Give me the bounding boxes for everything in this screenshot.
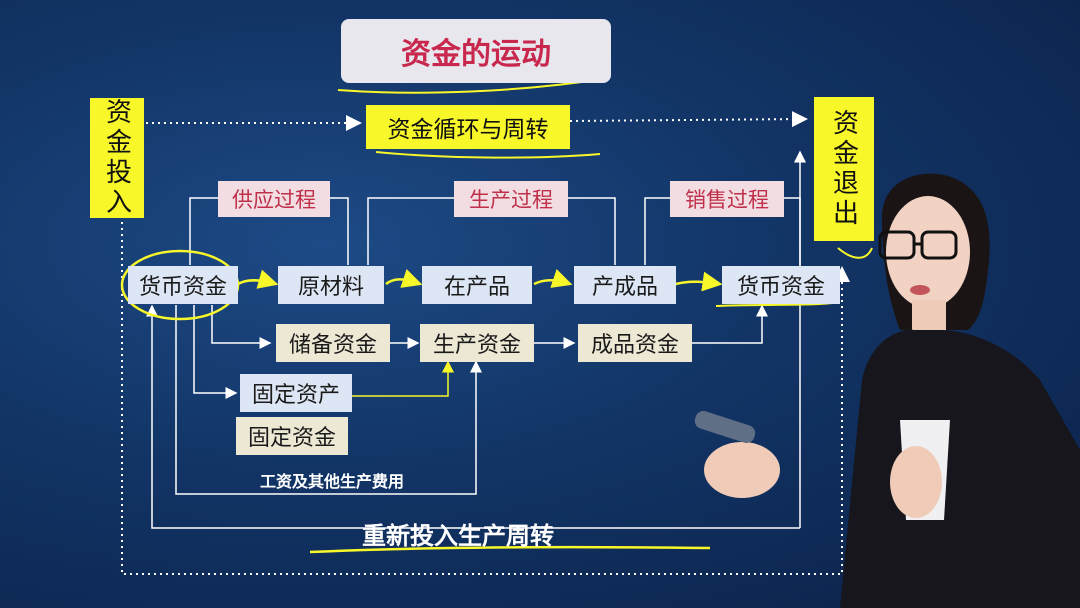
work-in-process-node: 在产品 [422,266,532,304]
finished-goods-node: 产成品 [574,266,676,304]
finished-fund-node: 成品资金 [578,324,692,362]
sales-process-label: 销售过程 [670,181,784,217]
capital-cycle-label: 资金循环与周转 [366,105,570,149]
diagram-title: 资金的运动 [341,19,611,83]
reserve-fund-node: 储备资金 [276,324,390,362]
production-process-label: 生产过程 [454,181,568,217]
money-fund-end: 货币资金 [722,266,840,304]
reinvest-label: 重新投入生产周转 [362,522,554,550]
production-fund-node: 生产资金 [420,324,534,362]
capital-exit-label: 资金退出 [814,97,874,241]
raw-materials-node: 原材料 [278,266,384,304]
money-fund-start: 货币资金 [128,266,238,304]
fixed-fund-node: 固定资金 [236,417,348,455]
capital-input-label: 资金投入 [90,98,144,218]
supply-process-label: 供应过程 [218,181,330,217]
fixed-asset-node: 固定资产 [240,374,352,412]
wages-note: 工资及其他生产费用 [260,472,405,491]
